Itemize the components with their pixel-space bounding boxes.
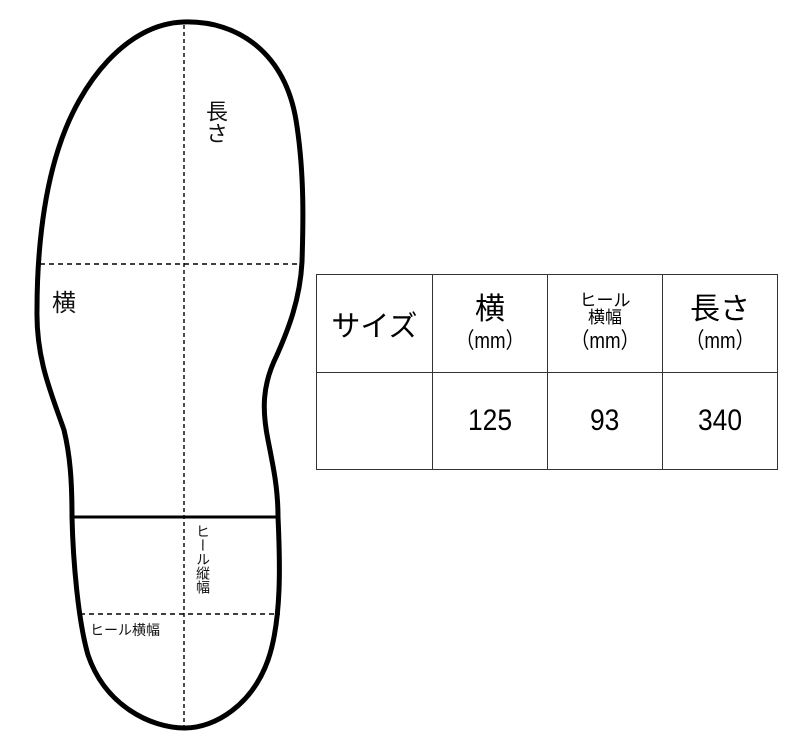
cell-heel-width-value: 93 [590,404,620,437]
header-heel-width-unit: （mm） [570,327,640,353]
header-width-unit: （mm） [455,327,525,353]
cell-size [316,372,433,470]
table-header-row: サイズ 横 （mm） ヒール 横幅 （mm） 長さ （mm） [316,274,778,373]
length-label: 長さ [202,100,227,144]
heel-length-label: ヒール縦幅 [194,524,210,594]
header-width: 横 （mm） [432,274,548,373]
header-length-label: 長さ [690,291,750,327]
heel-width-label: ヒール横幅 [90,623,160,639]
insole-outline [34,19,306,731]
cell-width-value: 125 [467,404,513,437]
header-length-unit: （mm） [685,327,755,353]
header-size-label: サイズ [331,308,418,343]
size-table: サイズ 横 （mm） ヒール 横幅 （mm） 長さ （mm） 125 93 34… [316,274,778,470]
header-length: 長さ （mm） [662,274,778,373]
cell-length-value: 340 [697,404,743,437]
table-row: 125 93 340 [316,372,778,470]
header-width-label: 横 [475,291,505,327]
cell-length: 340 [662,372,778,470]
header-size: サイズ [316,274,433,373]
width-label: 横 [52,289,76,317]
header-heel-width: ヒール 横幅 （mm） [547,274,663,373]
cell-width: 125 [432,372,548,470]
header-heel-width-line1: ヒール [579,290,631,311]
cell-heel-width: 93 [547,372,663,470]
header-heel-width-line2: 横幅 [588,307,622,328]
